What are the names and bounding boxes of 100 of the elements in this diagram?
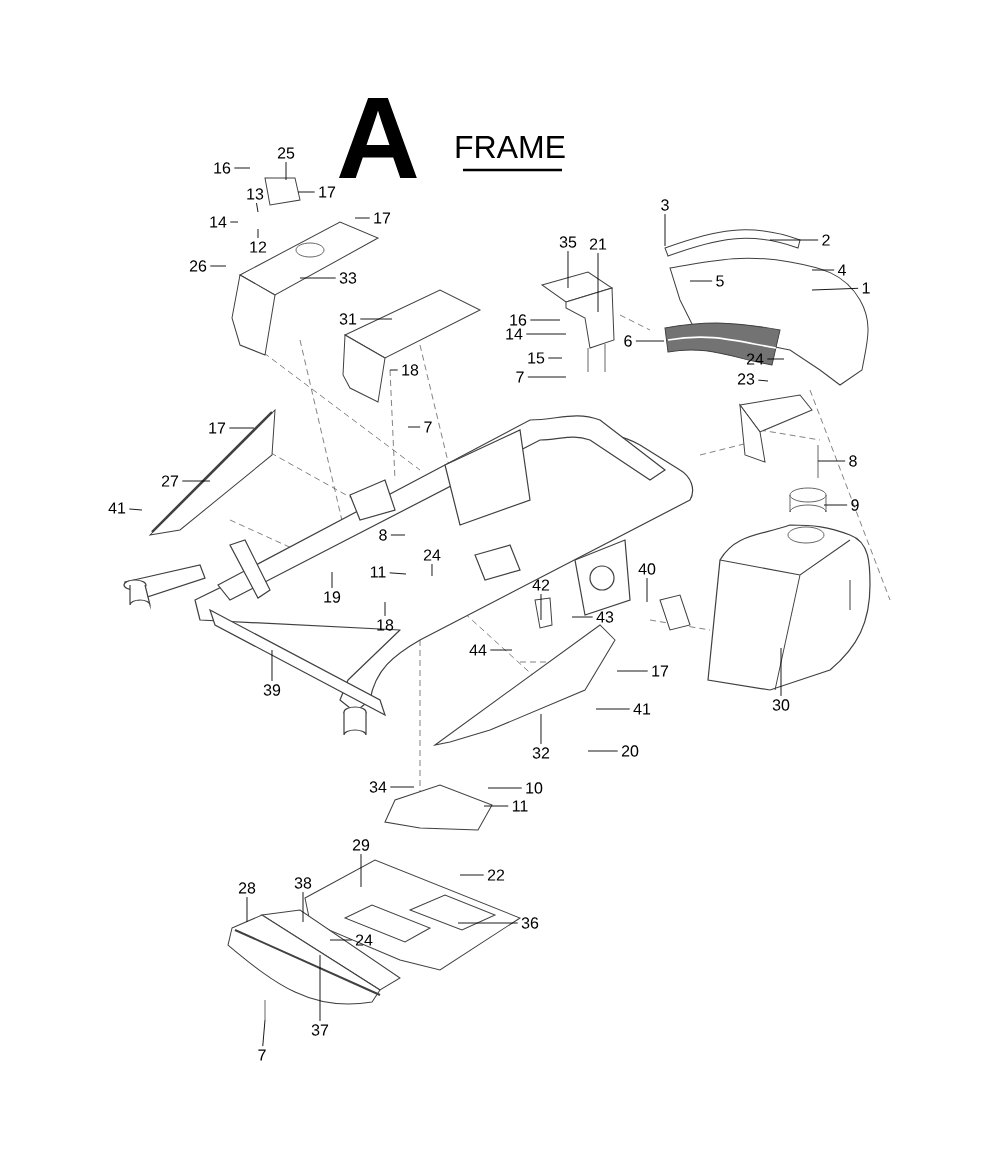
callout-number: 14: [210, 216, 227, 228]
leader-line: [257, 228, 259, 239]
leader-line: [233, 167, 251, 169]
callout-number: 11: [512, 800, 528, 812]
leader-line: [246, 896, 248, 923]
callout-number: 24: [423, 549, 441, 561]
leader-line: [547, 357, 563, 359]
leader-line: [567, 250, 569, 289]
callout-number: 33: [339, 272, 357, 284]
leader-line: [780, 647, 782, 697]
leader-line: [271, 649, 273, 682]
callout-number: 15: [528, 352, 545, 364]
callout-number: 41: [108, 502, 126, 514]
callout-number: 14: [506, 328, 523, 340]
leader-line: [331, 571, 333, 589]
leader-line: [354, 217, 371, 219]
leader-line: [256, 202, 259, 213]
callout-number: 26: [189, 260, 207, 272]
leader-line: [823, 504, 848, 506]
callout-number: 10: [526, 782, 543, 794]
callout-number: 4: [837, 264, 846, 276]
leader-line: [757, 379, 769, 382]
leader-line: [299, 277, 337, 279]
callout-number: 40: [638, 563, 656, 575]
callout-number: 23: [737, 373, 755, 385]
title: FRAME: [456, 136, 565, 158]
callout-number: 19: [324, 591, 341, 603]
callout-number: 3: [661, 199, 669, 211]
leader-line: [209, 265, 227, 267]
leader-line: [285, 161, 287, 181]
leader-line: [459, 874, 485, 876]
callout-number: 43: [596, 611, 614, 623]
leader-line: [297, 191, 316, 193]
callout-number: 20: [621, 745, 639, 757]
callout-number: 27: [161, 475, 179, 487]
callout-number: 28: [238, 882, 256, 894]
callout-number: 32: [532, 747, 550, 759]
callout-number: 25: [277, 147, 295, 159]
leader-line: [360, 853, 362, 888]
section-letter: A: [339, 98, 417, 178]
leader-line: [483, 805, 509, 807]
leader-line: [390, 534, 406, 536]
callout-number: 16: [214, 162, 231, 174]
callout-number: 35: [559, 236, 577, 248]
callout-number: 22: [487, 869, 505, 881]
callout-number: 17: [209, 422, 226, 434]
callout-number: 24: [746, 353, 764, 365]
callout-number: 9: [851, 499, 859, 511]
callout-number: 2: [822, 234, 830, 246]
callout-number: 16: [510, 314, 527, 326]
leader-line: [529, 319, 561, 321]
leader-line: [487, 787, 523, 789]
callout-number: 29: [352, 839, 370, 851]
callout-number: 11: [370, 566, 386, 578]
leader-line: [664, 213, 666, 247]
leader-line: [817, 460, 846, 462]
callout-number: 37: [311, 1024, 329, 1036]
leader-line: [571, 616, 594, 618]
callout-number: 5: [716, 275, 724, 287]
callout-number: 13: [247, 188, 264, 200]
leader-line: [525, 333, 567, 335]
leader-line: [587, 750, 619, 752]
leader-line: [689, 280, 713, 282]
callout-number: 44: [469, 644, 487, 656]
leader-line: [302, 891, 304, 923]
callout-number: 41: [633, 703, 651, 715]
leader-line: [389, 572, 407, 575]
leader-line: [527, 376, 567, 378]
leader-line: [228, 427, 255, 429]
callout-number: 8: [849, 455, 857, 467]
callout-number: 18: [402, 364, 419, 376]
leader-line: [359, 318, 393, 320]
callout-number: 21: [589, 238, 607, 250]
callout-number: 34: [369, 781, 387, 793]
callout-number: 7: [424, 421, 432, 433]
leader-line: [811, 269, 835, 271]
callout-number: 31: [339, 313, 357, 325]
callout-number: 7: [258, 1049, 266, 1061]
leader-line: [769, 239, 819, 241]
callout-number: 24: [355, 934, 373, 946]
callout-number: 1: [862, 282, 870, 294]
leader-line: [597, 252, 599, 313]
callout-number: 39: [263, 684, 281, 696]
leader-line: [389, 369, 399, 371]
leader-line: [262, 1019, 266, 1047]
leader-line: [616, 670, 649, 672]
leader-line: [329, 939, 353, 941]
callout-number: 17: [319, 186, 336, 198]
leader-line: [540, 593, 542, 621]
leader-line: [319, 954, 321, 1022]
callout-number: 30: [772, 699, 790, 711]
callout-number: 42: [532, 579, 550, 591]
callout-number: 8: [379, 529, 387, 541]
leader-line: [128, 508, 143, 511]
leader-line: [389, 786, 415, 788]
leader-line: [407, 426, 421, 428]
leader-line: [384, 601, 386, 617]
callout-number: 36: [521, 917, 539, 929]
callout-number: 12: [250, 241, 267, 253]
leader-line: [540, 713, 542, 745]
